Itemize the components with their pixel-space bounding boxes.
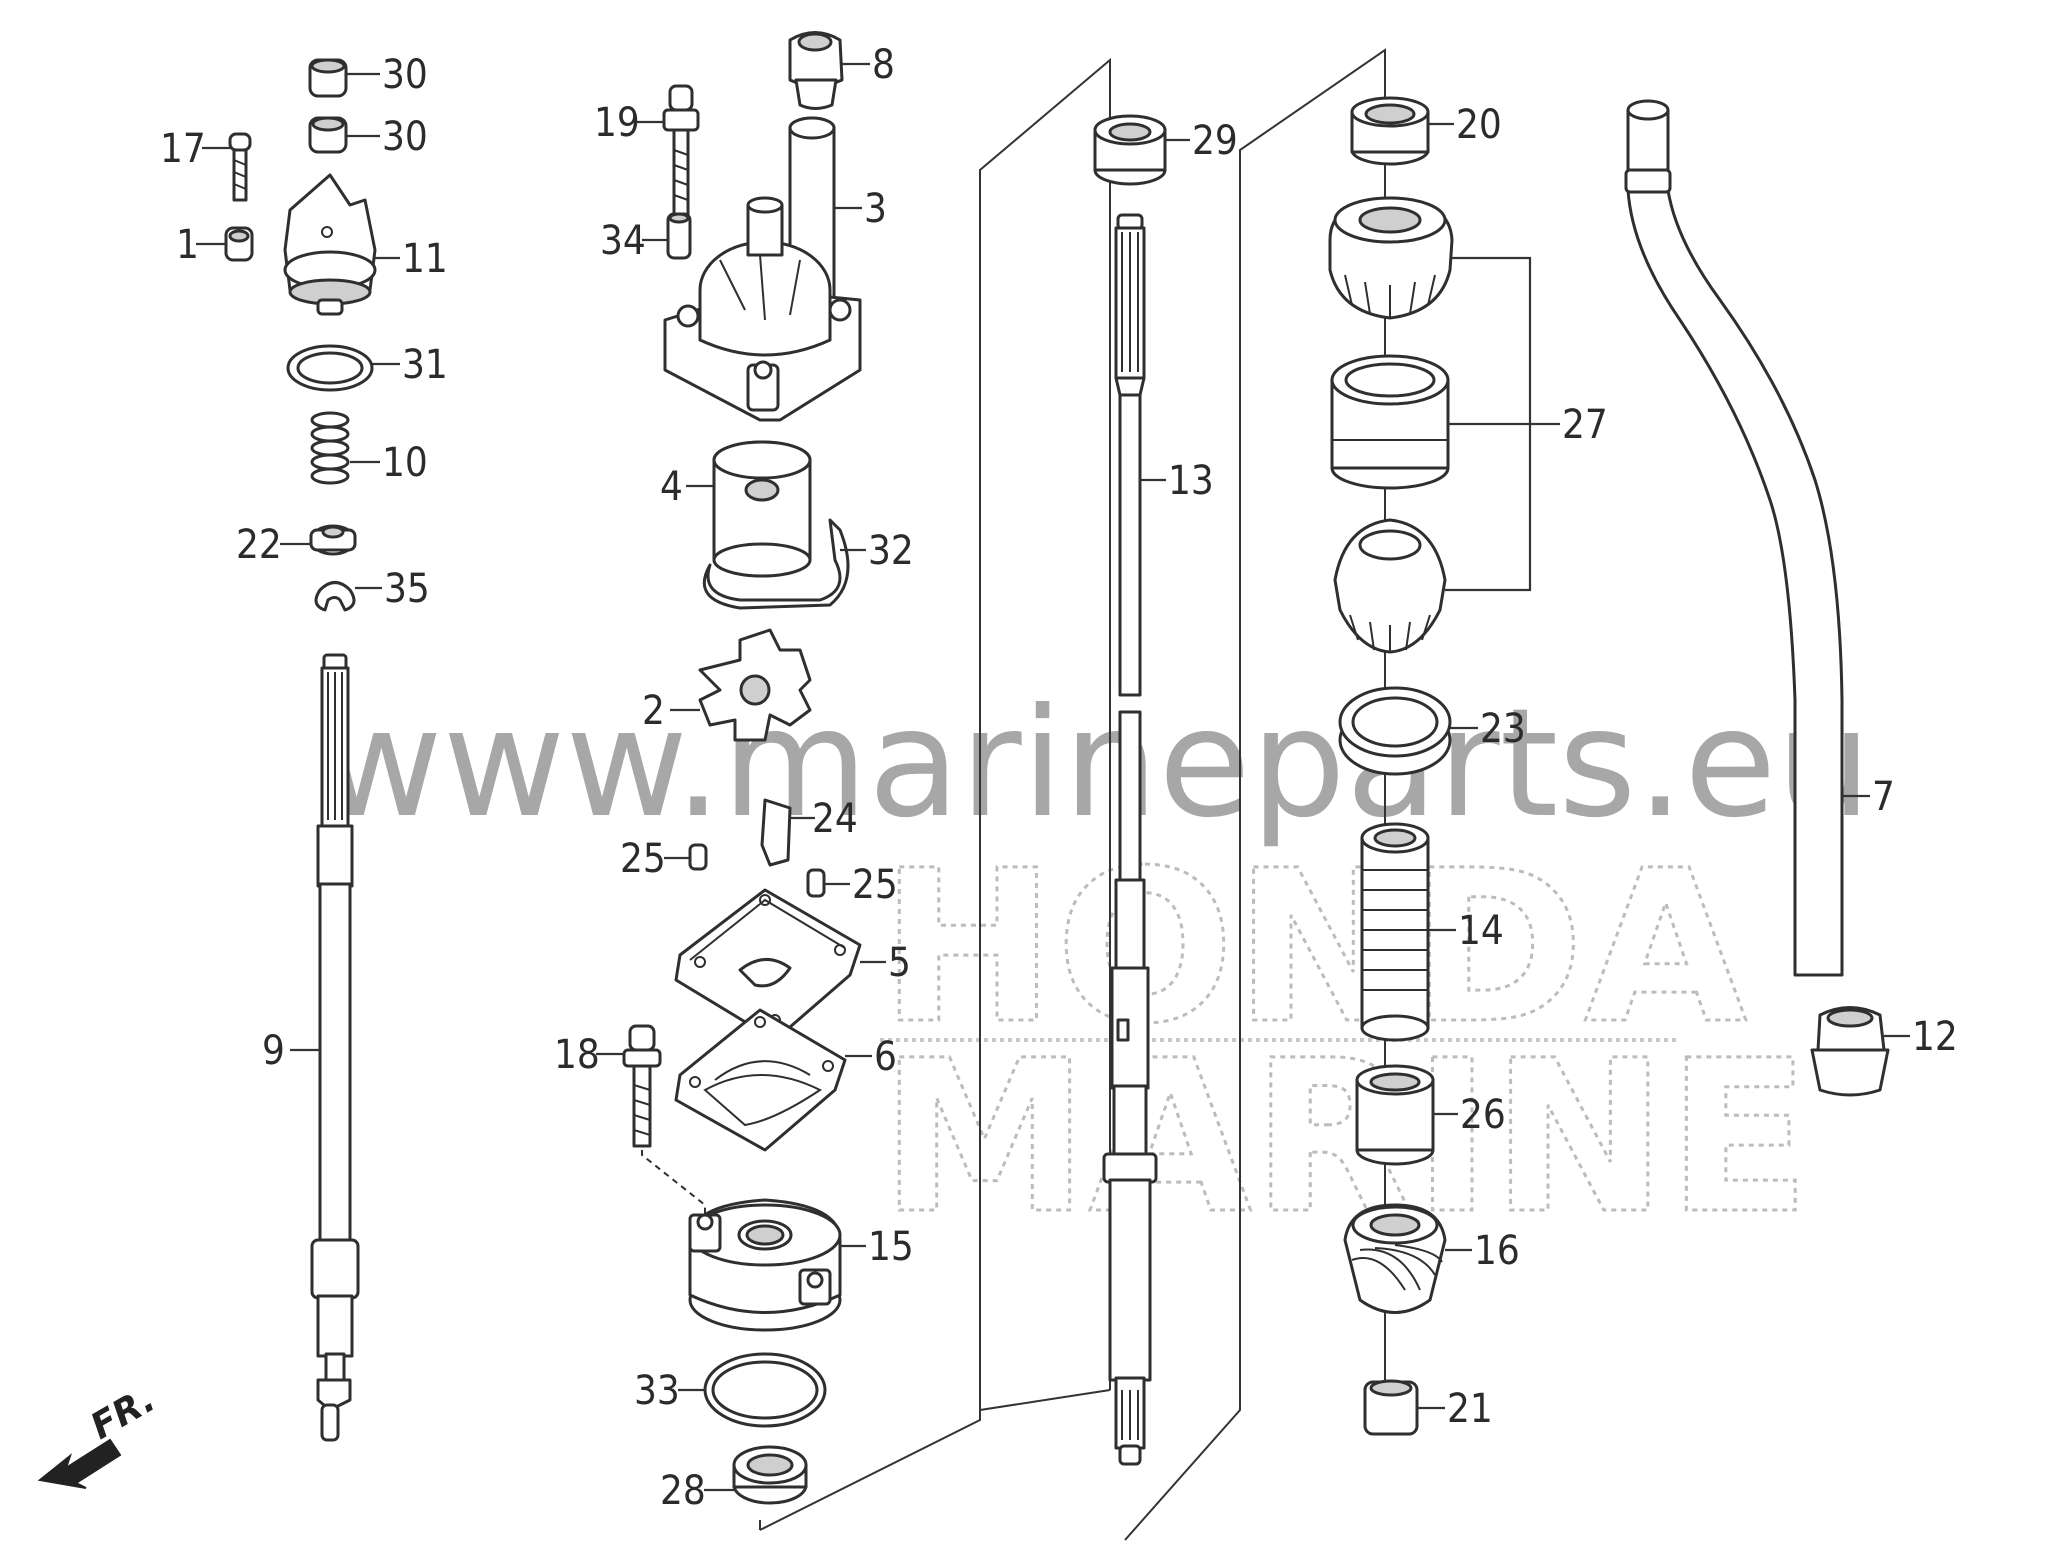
callout-17: 17 <box>160 126 206 172</box>
gear-27a <box>1328 196 1454 320</box>
shaft-13-lower <box>1102 710 1158 1466</box>
column-2: 8 19 3 34 <box>554 31 914 1514</box>
callout-11: 11 <box>402 236 448 282</box>
shaft-9 <box>310 653 360 1442</box>
grommet-12 <box>1810 1006 1890 1097</box>
column-3: 29 13 <box>1093 114 1238 1466</box>
impeller-2 <box>698 628 812 742</box>
callout-34: 34 <box>600 218 646 264</box>
callout-18: 18 <box>554 1032 600 1078</box>
pump-base-15 <box>688 1198 842 1332</box>
pump-housing <box>663 196 862 422</box>
bolt-18 <box>622 1024 662 1148</box>
spring-10 <box>310 411 350 485</box>
callout-5: 5 <box>888 940 911 986</box>
shaft-13-upper <box>1114 213 1146 697</box>
callout-2: 2 <box>642 688 665 734</box>
callout-9: 9 <box>262 1028 285 1074</box>
callout-20: 20 <box>1456 102 1502 148</box>
callout-6: 6 <box>874 1034 897 1080</box>
washer-22 <box>309 524 357 556</box>
callout-33: 33 <box>634 1368 680 1414</box>
callout-12: 12 <box>1912 1014 1958 1060</box>
column-5: 7 12 <box>1624 99 1958 1097</box>
pin-25a <box>688 843 708 871</box>
pinion-16 <box>1343 1203 1447 1314</box>
clip-35 <box>314 581 356 612</box>
seal-29 <box>1093 114 1167 186</box>
pin-25b <box>806 868 826 898</box>
oring-31 <box>286 344 374 392</box>
callout-3: 3 <box>864 186 887 232</box>
callout-22: 22 <box>236 522 282 568</box>
callout-29: 29 <box>1192 118 1238 164</box>
bearing-26 <box>1355 1064 1435 1166</box>
gasket-32 <box>702 518 850 610</box>
callout-30a: 30 <box>382 52 428 98</box>
callout-35: 35 <box>384 566 430 612</box>
watermark-url: www.marineparts.eu <box>320 677 1872 851</box>
gear-27c <box>1333 518 1447 654</box>
callout-16: 16 <box>1474 1228 1520 1274</box>
nut-1 <box>224 226 254 262</box>
nut-21 <box>1363 1379 1419 1436</box>
liner-4 <box>712 440 812 578</box>
callout-14: 14 <box>1458 908 1504 954</box>
bearing-27b <box>1330 354 1450 490</box>
direction-label: FR. <box>84 1379 162 1448</box>
callout-4: 4 <box>660 464 683 510</box>
plate-5 <box>674 888 862 1042</box>
shim-23 <box>1338 686 1452 776</box>
bolt-19 <box>662 84 700 217</box>
watermark-brand-line2: MARINE <box>880 1015 1811 1260</box>
callout-28: 28 <box>660 1468 706 1514</box>
seal-28 <box>732 1445 808 1505</box>
column-1: 30 30 17 1 <box>37 52 448 1489</box>
callout-23: 23 <box>1480 706 1526 752</box>
callout-25b: 25 <box>852 862 898 908</box>
callout-26: 26 <box>1460 1092 1506 1138</box>
grommet-8 <box>788 31 844 110</box>
callout-13: 13 <box>1168 458 1214 504</box>
bolt-17 <box>228 132 252 202</box>
dowel-34 <box>666 212 692 260</box>
callout-8: 8 <box>872 42 895 88</box>
nut-30a <box>308 58 348 98</box>
callout-25a: 25 <box>620 836 666 882</box>
watermark: HONDA MARINE www.marineparts.eu <box>320 677 1872 1262</box>
callout-30b: 30 <box>382 114 428 160</box>
callout-27: 27 <box>1562 402 1608 448</box>
callout-15: 15 <box>868 1224 914 1270</box>
nut-30b <box>308 116 348 154</box>
gasket-6 <box>674 1008 847 1152</box>
callout-7: 7 <box>1872 774 1895 820</box>
callout-1: 1 <box>176 222 199 268</box>
front-direction-arrow: FR. <box>37 1379 162 1489</box>
housing-11 <box>283 173 377 316</box>
watermark-brand-line1: HONDA <box>880 825 1747 1070</box>
callout-24: 24 <box>812 796 858 842</box>
callout-10: 10 <box>382 440 428 486</box>
key-24 <box>760 798 792 867</box>
callout-31: 31 <box>402 342 448 388</box>
callout-19: 19 <box>594 100 640 146</box>
sleeve-14 <box>1360 822 1430 1042</box>
oring-33 <box>703 1352 827 1428</box>
column-4: 20 <box>1328 96 1608 1436</box>
bearing-20 <box>1350 96 1430 166</box>
water-tube-7 <box>1624 99 1844 977</box>
callout-21: 21 <box>1447 1386 1493 1432</box>
callout-32: 32 <box>868 528 914 574</box>
